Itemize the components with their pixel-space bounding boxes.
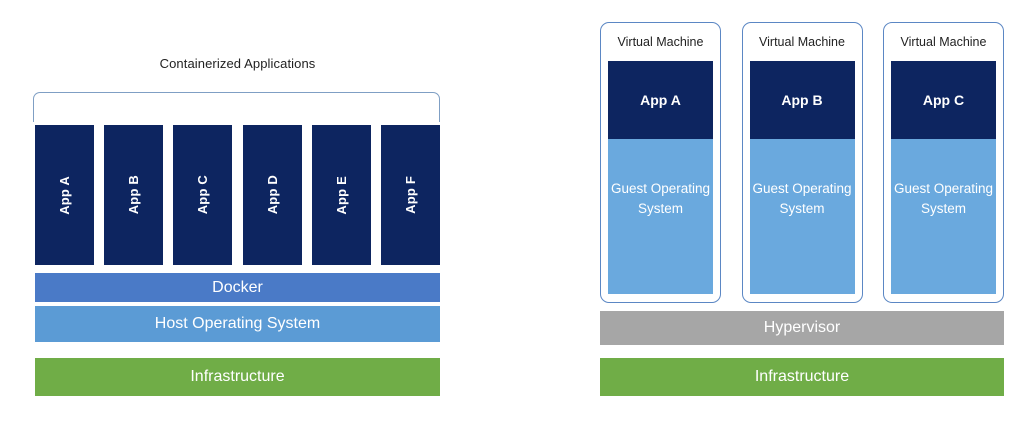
container-app-b: App B bbox=[104, 125, 164, 265]
virtual-machine-a-guest-os: Guest Operating System bbox=[608, 139, 713, 294]
virtual-machine-c-guest-os: Guest Operating System bbox=[891, 139, 996, 294]
host-operating-system-layer: Host Operating System bbox=[35, 306, 440, 342]
container-app-b-label: App B bbox=[126, 175, 142, 215]
container-app-c: App C bbox=[173, 125, 233, 265]
container-app-f: App F bbox=[380, 125, 440, 265]
container-app-c-label: App C bbox=[195, 175, 211, 215]
virtual-machine-row: Virtual Machine App A Guest Operating Sy… bbox=[600, 22, 1004, 303]
virtual-machine-box-b: Virtual Machine App B Guest Operating Sy… bbox=[741, 22, 863, 303]
virtual-machine-box-a: Virtual Machine App A Guest Operating Sy… bbox=[600, 22, 721, 303]
containerized-applications-heading: Containerized Applications bbox=[159, 56, 316, 71]
infrastructure-layer-containers: Infrastructure bbox=[35, 358, 440, 396]
virtual-machine-box-c: Virtual Machine App C Guest Operating Sy… bbox=[883, 22, 1004, 303]
virtual-machine-b-title: Virtual Machine bbox=[759, 35, 845, 49]
virtual-machine-b-guest-os: Guest Operating System bbox=[749, 139, 855, 294]
container-app-e-label: App E bbox=[333, 175, 349, 215]
container-app-e: App E bbox=[311, 125, 371, 265]
container-app-a-label: App A bbox=[57, 175, 72, 215]
containerized-applications-bracket bbox=[33, 92, 440, 122]
container-app-d-label: App D bbox=[264, 175, 280, 215]
virtual-machine-c-title: Virtual Machine bbox=[900, 35, 987, 49]
container-app-d: App D bbox=[242, 125, 302, 265]
virtual-machine-a-title: Virtual Machine bbox=[617, 35, 704, 49]
container-app-row: App A App B App C App D App E App F bbox=[35, 125, 440, 265]
virtual-machine-b-app: App B bbox=[749, 61, 855, 139]
infrastructure-layer-vms: Infrastructure bbox=[600, 358, 1004, 396]
container-app-a: App A bbox=[35, 125, 94, 265]
hypervisor-layer: Hypervisor bbox=[600, 311, 1004, 345]
container-architecture-panel: Containerized Applications App A App B A… bbox=[33, 56, 440, 396]
docker-layer: Docker bbox=[35, 273, 440, 302]
virtual-machine-architecture-panel: Virtual Machine App A Guest Operating Sy… bbox=[512, 0, 1024, 435]
container-app-f-label: App F bbox=[402, 176, 418, 214]
virtual-machine-c-app: App C bbox=[891, 61, 996, 139]
virtual-machine-a-app: App A bbox=[608, 61, 713, 139]
